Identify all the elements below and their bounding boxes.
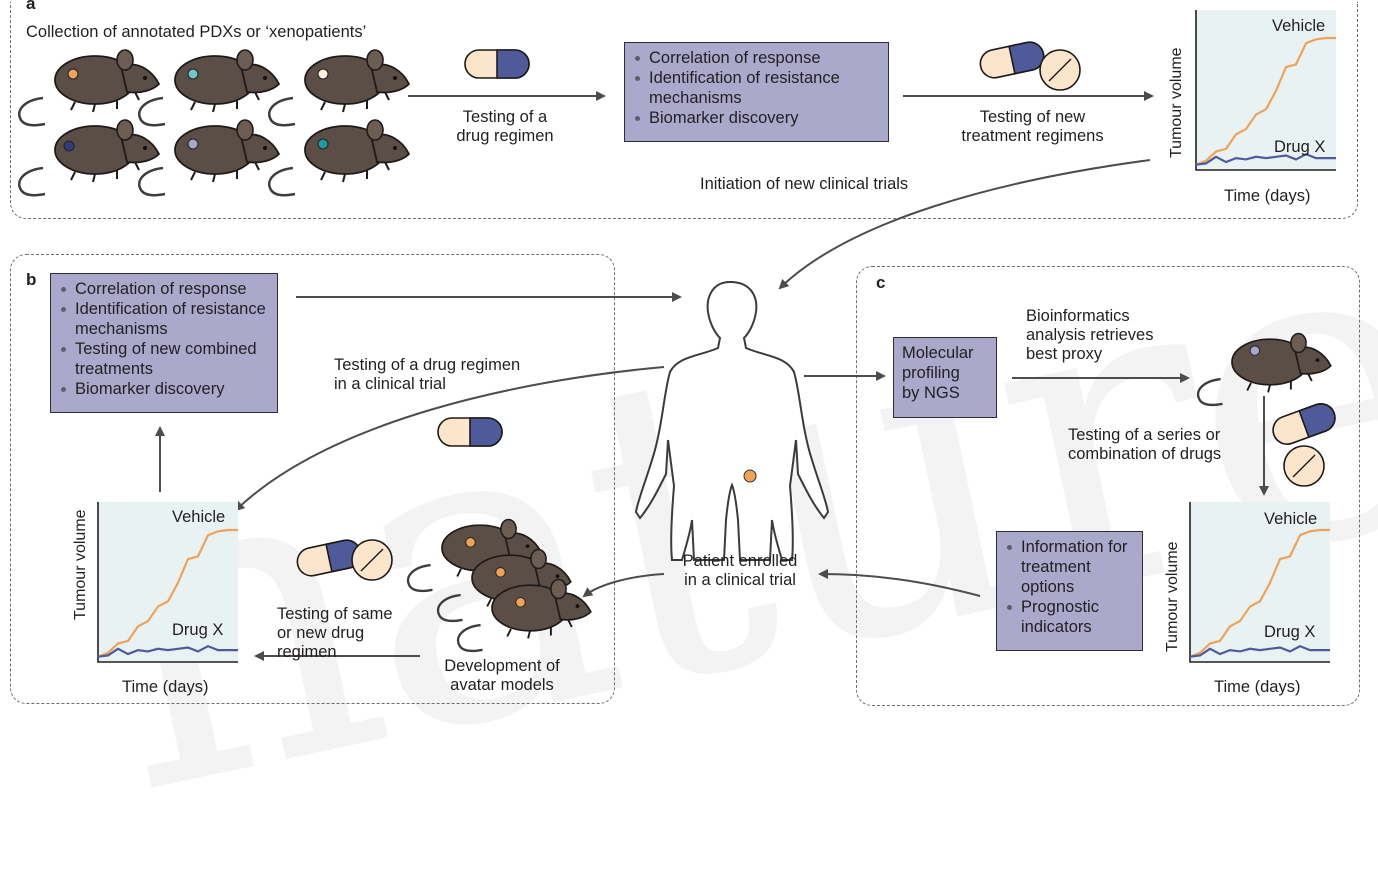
chart-plot bbox=[1189, 502, 1330, 663]
vehicle-label: Vehicle bbox=[1272, 17, 1326, 35]
capsule-icon bbox=[464, 49, 530, 79]
box-item: Prognostic indicators bbox=[1007, 597, 1132, 637]
chart-axes bbox=[1189, 502, 1330, 663]
chart-ylabel: Tumour volume bbox=[1164, 541, 1181, 652]
chart-panel-c: Tumour volume Time (days) Vehicle Drug X bbox=[1162, 502, 1342, 696]
box-item: Identification of resistance mechanisms bbox=[61, 299, 267, 339]
mouse-icon bbox=[268, 48, 411, 127]
vehicle-series-line bbox=[1189, 528, 1330, 658]
chart-background bbox=[1196, 10, 1336, 170]
patient-figure bbox=[634, 280, 830, 561]
box-item: Correlation of response bbox=[61, 279, 267, 299]
capsule-icon bbox=[437, 417, 503, 447]
collection-label: Collection of annotated PDXs or ‘xenopat… bbox=[26, 23, 367, 41]
vehicle-series-line bbox=[1195, 36, 1336, 166]
chart-axes bbox=[1195, 10, 1336, 171]
initiation-label: Initiation of new clinical trials bbox=[700, 175, 909, 193]
panel-b-outcome-box: Correlation of response Identification o… bbox=[50, 273, 278, 413]
drug-x-label: Drug X bbox=[172, 621, 224, 639]
drug-x-series-line bbox=[1195, 152, 1336, 166]
mouse-icon bbox=[456, 578, 592, 653]
vehicle-label: Vehicle bbox=[1264, 510, 1318, 528]
chart-xlabel: Time (days) bbox=[122, 678, 209, 696]
mouse-icon bbox=[436, 548, 572, 623]
chart-plot bbox=[1195, 10, 1336, 171]
panel-c-outcome-box: Information for treatment options Progno… bbox=[996, 531, 1143, 651]
mouse-icon bbox=[18, 48, 161, 127]
drug-x-series-line bbox=[1189, 644, 1330, 658]
panel-c-letter: c bbox=[876, 273, 886, 292]
tablet-icon bbox=[351, 539, 393, 581]
box-item: Biomarker discovery bbox=[61, 379, 267, 399]
drug-x-label: Drug X bbox=[1264, 623, 1316, 641]
mouse-icon bbox=[1196, 332, 1332, 407]
chart-axes bbox=[97, 502, 238, 663]
panel-a-outcome-box: Correlation of response Identification o… bbox=[624, 42, 889, 142]
chart-background bbox=[1190, 502, 1330, 662]
tablet-icon bbox=[1039, 49, 1081, 91]
vehicle-label: Vehicle bbox=[172, 508, 226, 526]
chart-ylabel: Tumour volume bbox=[1168, 47, 1185, 158]
chart-background bbox=[98, 502, 238, 662]
capsule-icon bbox=[976, 38, 1048, 82]
box-item: Correlation of response bbox=[635, 48, 878, 68]
chart-xlabel: Time (days) bbox=[1224, 187, 1311, 205]
chart-panel-b: Tumour volume Time (days) Vehicle Drug X bbox=[70, 502, 250, 696]
chart-plot bbox=[97, 502, 238, 663]
capsule-icon bbox=[1268, 399, 1340, 449]
mouse-icon bbox=[268, 118, 411, 197]
box-item: Information for treatment options bbox=[1007, 537, 1132, 597]
chart-xlabel: Time (days) bbox=[1214, 678, 1301, 696]
chart-ylabel: Tumour volume bbox=[72, 509, 89, 620]
drug-x-label: Drug X bbox=[1274, 138, 1326, 156]
mouse-icon bbox=[18, 118, 161, 197]
panel-a-letter: a bbox=[26, 0, 36, 13]
chart-panel-a: Tumour volume Time (days) Vehicle Drug X bbox=[1168, 10, 1348, 210]
vehicle-series-line bbox=[97, 528, 238, 658]
box-item: Biomarker discovery bbox=[635, 108, 878, 128]
box-item: Testing of new combined treatments bbox=[61, 339, 267, 379]
panel-b-letter: b bbox=[26, 270, 37, 289]
mouse-icon bbox=[138, 118, 281, 197]
diagram-graphics bbox=[18, 38, 1340, 661]
box-item: Identification of resistance mechanisms bbox=[635, 68, 878, 108]
panel-a-frame bbox=[10, 2, 1358, 219]
tablet-icon bbox=[1283, 445, 1325, 487]
drug-x-series-line bbox=[97, 644, 238, 658]
mouse-icon bbox=[406, 518, 542, 593]
mouse-icon bbox=[138, 48, 281, 127]
